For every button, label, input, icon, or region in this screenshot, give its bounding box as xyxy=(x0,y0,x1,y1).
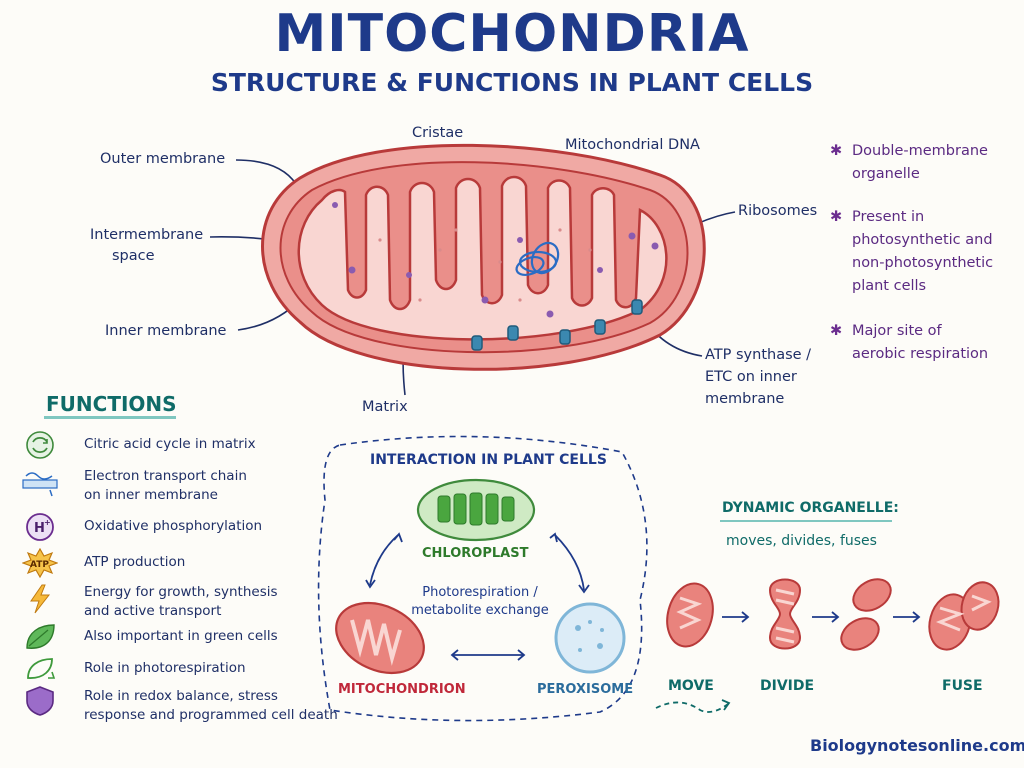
dynamic-underline xyxy=(720,520,892,522)
label-photorespiration-1: Photorespiration / xyxy=(422,585,538,600)
electron-chain-icon xyxy=(22,472,58,497)
function-item: Role in photorespiration xyxy=(22,654,322,684)
label-mitochondrion: MITOCHONDRION xyxy=(338,682,466,697)
function-item: Energy for growth, synthesis and active … xyxy=(22,584,322,619)
functions-title: FUNCTIONS xyxy=(46,392,177,416)
page-subtitle: STRUCTURE & FUNCTIONS IN PLANT CELLS xyxy=(210,68,814,97)
cycle-icon xyxy=(26,431,54,459)
dna-icon xyxy=(515,241,560,277)
svg-text:H: H xyxy=(34,521,45,536)
fact-double-membrane: ✱Double-membrane organelle xyxy=(830,140,988,186)
function-item: ATP ATP production xyxy=(22,548,322,578)
label-atp-synthase-2: ETC on inner xyxy=(705,369,797,385)
divide-mitochondrion-icon xyxy=(768,578,802,650)
asterisk-icon: ✱ xyxy=(830,323,843,339)
label-outer-membrane: Outer membrane xyxy=(100,151,226,167)
interaction-arrows xyxy=(365,532,590,661)
shield-icon xyxy=(26,686,54,716)
move-mitochondrion-icon xyxy=(666,582,714,648)
fact-present-in: ✱Present in photosynthetic and non-photo… xyxy=(830,206,993,298)
label-inner-membrane: Inner membrane xyxy=(105,323,227,339)
svg-text:ATP: ATP xyxy=(30,560,49,570)
dynamic-title: DYNAMIC ORGANELLE: xyxy=(722,500,899,516)
stage-divide: DIVIDE xyxy=(760,678,815,694)
asterisk-icon: ✱ xyxy=(830,209,843,225)
label-ribosomes: Ribosomes xyxy=(738,203,818,219)
atp-burst-icon: ATP xyxy=(22,548,58,578)
interaction-border xyxy=(317,435,648,722)
label-matrix: Matrix xyxy=(362,399,408,415)
label-peroxisome: PEROXISOME xyxy=(537,682,634,697)
chloroplast-icon xyxy=(416,478,536,542)
fact-aerobic-respiration: ✱Major site of aerobic respiration xyxy=(830,320,988,366)
label-cristae: Cristae xyxy=(412,125,464,141)
function-item: Electron transport chain on inner membra… xyxy=(22,468,322,503)
move-arrow xyxy=(655,701,729,713)
asterisk-icon: ✱ xyxy=(830,143,843,159)
functions-underline xyxy=(44,416,176,419)
small-mitochondrion-icon xyxy=(335,601,425,675)
website-credit: Biologynotesonline.com xyxy=(810,736,1024,755)
leaf-icon xyxy=(26,624,55,649)
split-mitochondria-icon xyxy=(840,578,892,651)
atp-synthase-icon xyxy=(471,299,643,351)
function-item: Role in redox balance, stress response a… xyxy=(22,686,338,723)
label-intermembrane-2: space xyxy=(112,248,155,264)
stage-fuse: FUSE xyxy=(942,678,983,694)
recycle-leaf-icon xyxy=(27,658,56,679)
function-item: Also important in green cells xyxy=(22,622,322,652)
label-chloroplast: CHLOROPLAST xyxy=(422,546,529,561)
svg-text:+: + xyxy=(44,518,51,527)
dynamic-arrows xyxy=(722,611,921,623)
label-atp-synthase-3: membrane xyxy=(705,391,785,407)
page-title: MITOCHONDRIA xyxy=(274,4,750,64)
function-item: Citric acid cycle in matrix xyxy=(22,430,322,460)
label-mitochondrial-dna: Mitochondrial DNA xyxy=(565,137,700,153)
stage-move: MOVE xyxy=(668,678,714,694)
label-photorespiration-2: metabolite exchange xyxy=(411,603,549,618)
label-intermembrane-1: Intermembrane xyxy=(90,227,204,243)
peroxisome-icon xyxy=(554,602,626,674)
interaction-title: INTERACTION IN PLANT CELLS xyxy=(370,452,607,468)
lightning-icon xyxy=(30,584,51,614)
function-item: H+ Oxidative phosphorylation xyxy=(22,512,322,542)
label-atp-synthase-1: ATP synthase / xyxy=(705,347,812,363)
fuse-mitochondria-icon xyxy=(928,581,1000,651)
h-plus-icon: H+ xyxy=(26,513,54,541)
dynamic-subtitle: moves, divides, fuses xyxy=(726,533,877,549)
